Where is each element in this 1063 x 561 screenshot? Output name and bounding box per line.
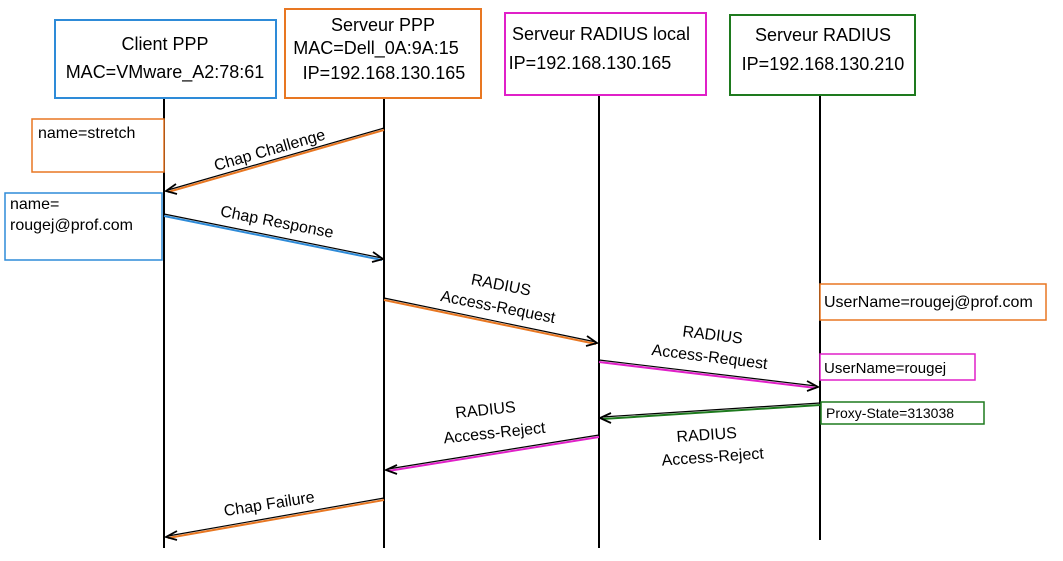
message-access-request-2-label-line1: RADIUS: [682, 323, 744, 347]
note-proxy-state-box: [820, 401, 985, 425]
participant-radlocal-box: [504, 12, 707, 96]
message-chap-challenge-line: [167, 127, 385, 191]
message-access-request-1: RADIUS Access-Request: [383, 271, 600, 347]
participant-client-name: Client PPP: [121, 34, 208, 54]
message-access-reject-1: RADIUS Access-Reject: [597, 402, 821, 470]
message-chap-failure-line-color: [167, 499, 385, 539]
message-access-request-2-line-color: [598, 361, 817, 389]
message-access-request-2-arrowhead: [806, 380, 821, 392]
message-access-reject-2-line: [387, 434, 600, 470]
note-name-rougej-line1: name=: [10, 196, 59, 213]
participant-ppp-ip: IP=192.168.130.165: [303, 63, 466, 83]
message-chap-failure-line: [167, 497, 385, 537]
message-chap-response-line: [163, 213, 383, 259]
participant-radius-ip: IP=192.168.130.210: [742, 54, 905, 74]
message-access-reject-1-label-line1: RADIUS: [676, 425, 737, 446]
message-access-reject-1-label-line2: Access-Reject: [661, 445, 765, 469]
participant-ppp-mac: MAC=Dell_0A:9A:15: [293, 38, 459, 59]
message-chap-failure-arrowhead: [163, 530, 178, 541]
message-access-request-2-line: [598, 359, 817, 387]
participant-client-mac: MAC=VMware_A2:78:61: [66, 62, 265, 83]
message-chap-failure: Chap Failure: [163, 489, 385, 541]
message-chap-response-line-color: [163, 215, 383, 261]
note-name-stretch-box: [31, 118, 165, 173]
message-access-reject-2-line-color: [387, 436, 600, 472]
participant-radlocal-ip: IP=192.168.130.165: [509, 53, 672, 73]
participant-radlocal: Serveur RADIUS local IP=192.168.130.165: [504, 12, 707, 96]
participant-radius-box: [729, 14, 916, 96]
message-access-request-1-line-color: [383, 299, 597, 345]
message-chap-response: Chap Response: [163, 203, 386, 263]
participant-ppp: Serveur PPP MAC=Dell_0A:9A:15 IP=192.168…: [284, 8, 482, 99]
message-access-reject-2-arrowhead: [383, 464, 398, 475]
message-access-request-1-line: [383, 297, 597, 343]
note-name-stretch: name=stretch: [31, 118, 165, 173]
message-access-reject-1-line-color: [601, 404, 821, 420]
participant-client: Client PPP MAC=VMware_A2:78:61: [54, 19, 277, 99]
message-access-request-1-arrowhead: [585, 335, 600, 347]
participant-client-box: [54, 19, 277, 99]
note-username-full: UserName=rougej@prof.com: [819, 283, 1047, 321]
message-access-reject-2-label-line1: RADIUS: [455, 399, 517, 422]
message-chap-response-arrowhead: [371, 251, 386, 263]
message-chap-challenge-line-color: [167, 129, 385, 193]
participant-ppp-name: Serveur PPP: [331, 15, 435, 35]
note-name-rougej-box: [4, 192, 163, 261]
message-access-reject-2: RADIUS Access-Reject: [383, 399, 600, 475]
note-proxy-state-text: Proxy-State=313038: [826, 405, 954, 421]
note-username-full-box: [819, 283, 1047, 321]
message-chap-challenge: Chap Challenge: [163, 127, 385, 195]
note-name-stretch-text: name=stretch: [38, 125, 135, 142]
note-username-short-box: [819, 353, 976, 381]
message-access-reject-2-label-line2: Access-Reject: [443, 420, 547, 448]
participant-radius: Serveur RADIUS IP=192.168.130.210: [729, 14, 916, 96]
message-access-request-2: RADIUS Access-Request: [598, 323, 821, 392]
note-username-full-text: UserName=rougej@prof.com: [824, 294, 1033, 311]
note-username-short-text: UserName=rougej: [824, 360, 946, 377]
message-chap-response-label: Chap Response: [219, 203, 335, 242]
message-access-reject-1-arrowhead: [597, 412, 612, 424]
note-name-rougej: name= rougej@prof.com: [4, 192, 163, 261]
message-chap-challenge-arrowhead: [163, 183, 178, 195]
note-username-short: UserName=rougej: [819, 353, 976, 381]
note-name-rougej-line2: rougej@prof.com: [10, 217, 133, 234]
note-proxy-state: Proxy-State=313038: [820, 401, 985, 425]
participant-radlocal-name: Serveur RADIUS local: [512, 24, 690, 44]
participant-radius-name: Serveur RADIUS: [755, 25, 891, 45]
participant-ppp-box: [284, 8, 482, 99]
message-access-reject-1-line: [601, 402, 821, 418]
